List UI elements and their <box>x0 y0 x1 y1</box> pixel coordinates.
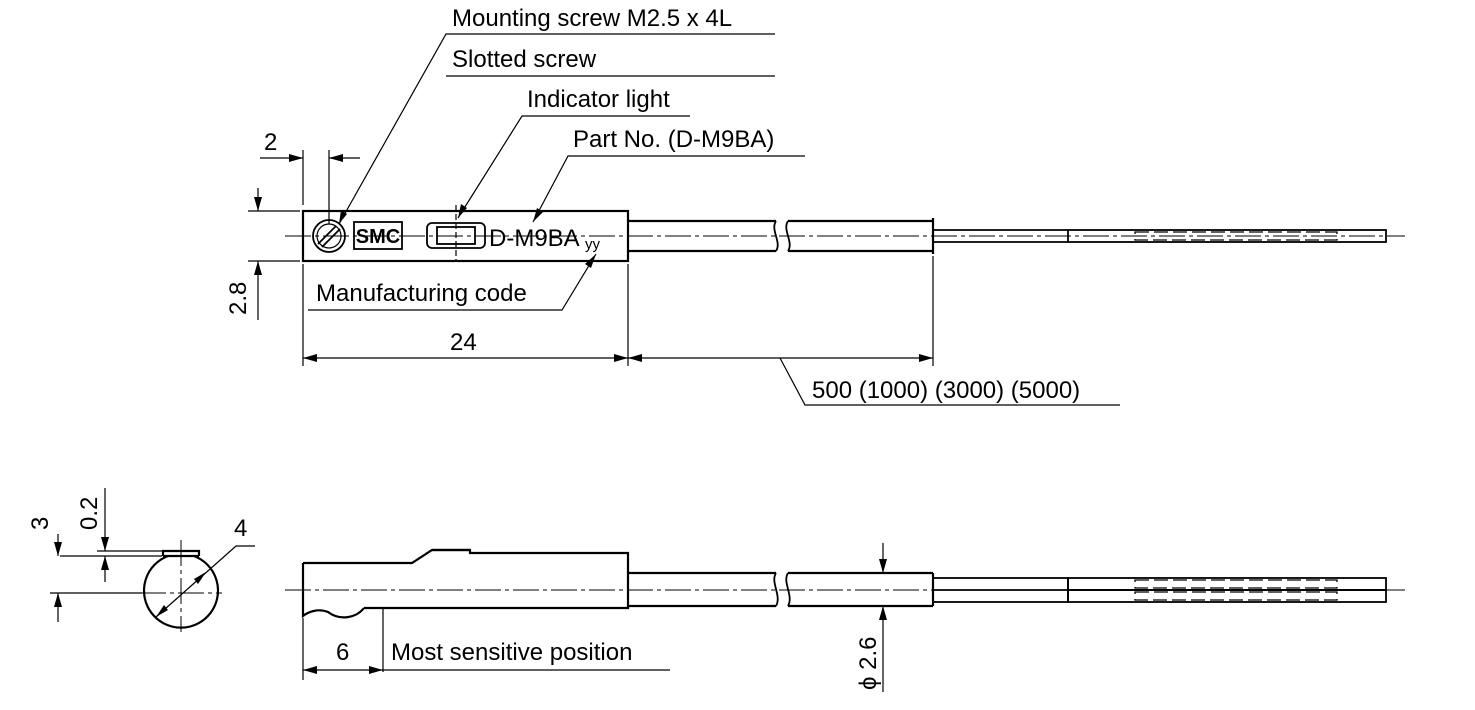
smc-logo-box <box>353 221 403 250</box>
lead-top-wire <box>1067 229 1387 243</box>
top-leaders: Mounting screw M2.5 x 4L Slotted screw I… <box>308 5 805 311</box>
top-view: SMC D-M9BA yy <box>285 205 1405 263</box>
sensor-body-front <box>301 548 630 619</box>
lead-front-wire-b <box>1067 589 1387 603</box>
label-slotted-screw: Slotted screw <box>452 46 597 73</box>
sensor-body-top <box>301 209 630 263</box>
label-mounting-screw: Mounting screw M2.5 x 4L <box>452 5 732 32</box>
dim-body-height: 2.8 <box>225 282 252 315</box>
smc-logo-text: SMC <box>356 226 400 248</box>
label-most-sensitive: Most sensitive position <box>391 639 632 666</box>
lead-front-wire-a <box>1067 577 1387 591</box>
label-part-no: Part No. (D-M9BA) <box>573 126 774 153</box>
break-top-right <box>785 220 791 252</box>
dim-cable-dia: ϕ 2.6 <box>855 637 882 690</box>
manufacturing-code-text: yy <box>585 236 601 253</box>
break-front-right <box>785 572 791 607</box>
dim-cable-length: 500 (1000) (3000) (5000) <box>812 377 1080 404</box>
model-marking-text: D-M9BA <box>489 225 580 252</box>
lead-top-core <box>1134 231 1338 241</box>
label-manufacturing-code: Manufacturing code <box>316 280 527 307</box>
dim-body-length: 24 <box>450 329 477 356</box>
dim-top-step: 0.2 <box>76 497 103 530</box>
front-view: 6 Most sensitive position ϕ 2.6 <box>285 543 1405 692</box>
indicator-light-icon <box>426 205 486 262</box>
break-top-left <box>773 220 779 252</box>
dim-side-diameter: 4 <box>234 515 247 542</box>
end-view-outline <box>142 554 220 629</box>
label-indicator-light: Indicator light <box>527 86 670 113</box>
top-dimensions: 2 2.8 24 500 (1000) (3000) (5000) <box>225 129 1120 406</box>
break-front-left <box>773 572 779 607</box>
dim-side-height: 3 <box>27 517 54 530</box>
dim-screw-offset: 2 <box>264 129 277 156</box>
dim-sensitive: 6 <box>336 639 349 666</box>
end-view: 0.2 3 4 <box>27 488 255 632</box>
end-view-tab <box>161 549 201 556</box>
